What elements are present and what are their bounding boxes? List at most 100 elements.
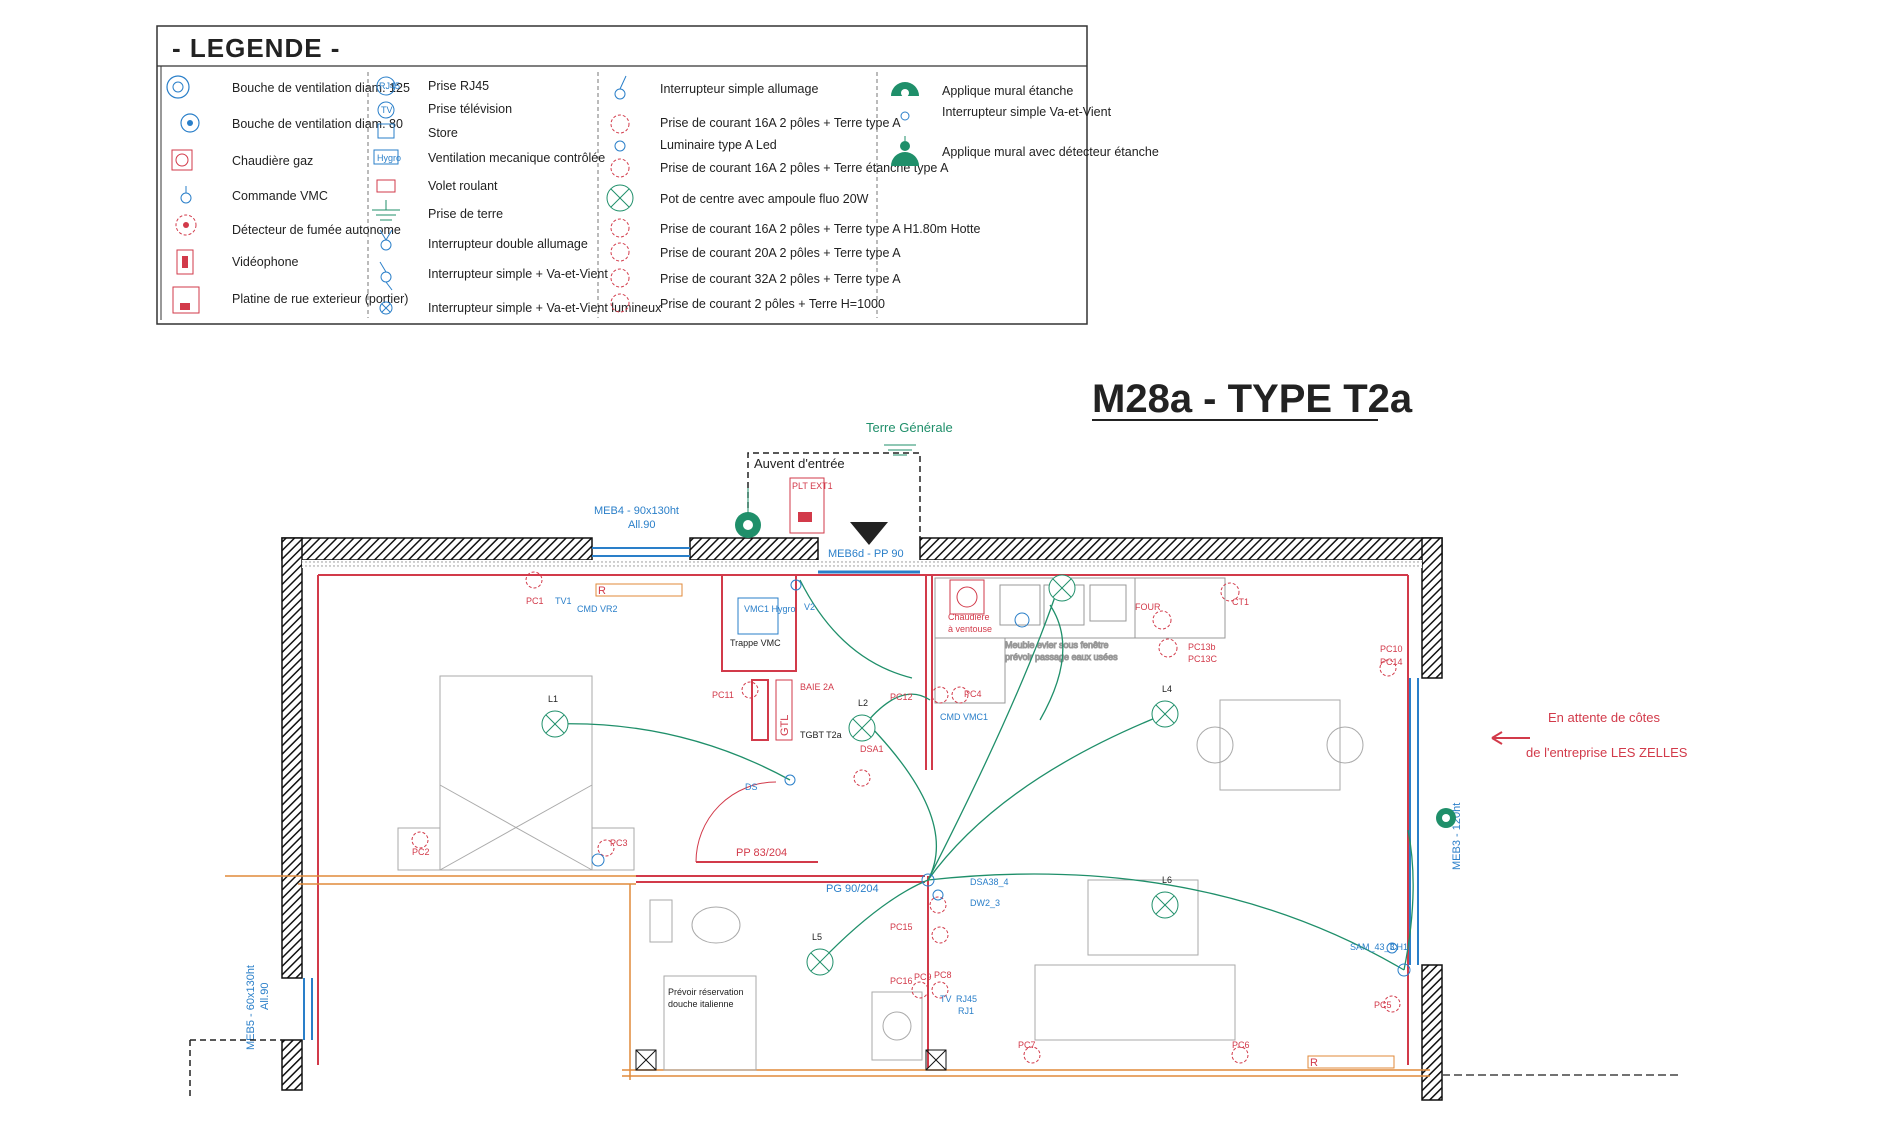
boiler-label: Chaudière bbox=[948, 612, 990, 622]
corner-markers bbox=[635, 1049, 947, 1071]
svg-text:PC12: PC12 bbox=[890, 692, 913, 702]
auvent-label: Auvent d'entrée bbox=[754, 456, 845, 471]
door-meb6d: MEB6d - PP 90 bbox=[818, 548, 920, 574]
legend-item: Prise de courant 20A 2 pôles + Terre typ… bbox=[660, 246, 901, 260]
svg-text:L6: L6 bbox=[1162, 875, 1172, 885]
trappe-label: Trappe VMC bbox=[730, 638, 781, 648]
socket-labels: PC1 PC2 PC3 PC4 PC5 PC6 PC7 PC8 PC9 PC10… bbox=[412, 596, 1403, 1050]
svg-text:PC2: PC2 bbox=[412, 847, 430, 857]
ceiling-light-l1-icon: L1 bbox=[541, 694, 569, 738]
led-luminaire-icon bbox=[614, 140, 626, 152]
legend-item: Interrupteur simple + Va-et-Vient bbox=[428, 267, 608, 281]
orange-lines bbox=[225, 875, 1680, 1080]
legend-frame bbox=[156, 25, 1088, 325]
window-meb5: MEB5 - 60x130ht All.90 bbox=[245, 965, 313, 1050]
socket-h1000-icon bbox=[610, 293, 630, 313]
legend-col1: Bouche de ventilation diam. 125 Bouche d… bbox=[232, 81, 410, 306]
svg-text:TV: TV bbox=[381, 105, 393, 115]
device-labels: TV1 CMD VR2 R R V2 DSA1 DSA38_4 DW2_3 SA… bbox=[555, 583, 1408, 1069]
terre-label: Terre Générale bbox=[866, 420, 953, 435]
legend-item: Volet roulant bbox=[428, 179, 498, 193]
svg-text:PC6: PC6 bbox=[1232, 1040, 1250, 1050]
svg-text:PC11: PC11 bbox=[712, 690, 734, 700]
socket-label: PC13C bbox=[1188, 654, 1218, 664]
switches bbox=[591, 579, 1411, 977]
entrance-arrow-icon bbox=[850, 522, 888, 545]
svg-text:CH1: CH1 bbox=[1390, 942, 1408, 952]
legend-item: Interrupteur simple allumage bbox=[660, 82, 818, 96]
vent-80-icon bbox=[180, 113, 200, 133]
svg-text:SAM_43_3: SAM_43_3 bbox=[1350, 942, 1395, 952]
legend-item: Prise télévision bbox=[428, 102, 512, 116]
ceiling-light-l5-icon: L5 bbox=[806, 932, 834, 976]
legend-item: Luminaire type A Led bbox=[660, 138, 777, 152]
legend-item: Chaudière gaz bbox=[232, 154, 313, 168]
svg-text:PC3: PC3 bbox=[610, 838, 628, 848]
legend-col2: Prise RJ45 Prise télévision Store Ventil… bbox=[428, 79, 662, 315]
svg-text:L1: L1 bbox=[548, 694, 558, 704]
boiler-label: à ventouse bbox=[948, 624, 992, 634]
wall-light-terrace-icon bbox=[1436, 808, 1456, 828]
svg-text:RJ45: RJ45 bbox=[379, 81, 400, 91]
gtl-label: GTL bbox=[779, 715, 791, 736]
legend-col4: Applique mural étanche Interrupteur simp… bbox=[942, 84, 1159, 159]
svg-text:PC5: PC5 bbox=[1374, 1000, 1392, 1010]
plt-label: PLT EXT1 bbox=[792, 481, 833, 491]
legend-item: Store bbox=[428, 126, 458, 140]
legend-item: Platine de rue exterieur (portier) bbox=[232, 292, 408, 306]
kitchen-counter: Meuble evier sous fenêtre prévoir passag… bbox=[934, 577, 1226, 704]
shower-label: Prévoir réservation bbox=[668, 987, 744, 997]
vmc-icon: Hygro bbox=[373, 149, 401, 165]
svg-text:PC7: PC7 bbox=[1018, 1040, 1036, 1050]
svg-text:DSA38_4: DSA38_4 bbox=[970, 877, 1009, 887]
earth-icon bbox=[372, 200, 400, 221]
annotation-text: En attente de côtes bbox=[1548, 710, 1661, 725]
oven-label: FOUR bbox=[1135, 602, 1161, 612]
legend-item: Prise de courant 16A 2 pôles + Terre typ… bbox=[660, 222, 980, 236]
legend-item: Interrupteur simple + Va-et-Vient lumine… bbox=[428, 301, 662, 315]
svg-text:PC16: PC16 bbox=[890, 976, 913, 986]
ceiling-light-l6-icon: L6 bbox=[1151, 875, 1179, 919]
ceiling-light-icon bbox=[606, 184, 634, 212]
legend-item: Applique mural avec détecteur étanche bbox=[942, 145, 1159, 159]
videophone-icon bbox=[176, 249, 194, 275]
svg-text:PC15: PC15 bbox=[890, 922, 913, 932]
svg-text:L2: L2 bbox=[858, 698, 868, 708]
vmc-box: VMC1 Hygro Trappe VMC bbox=[730, 597, 796, 648]
legend-item: Interrupteur simple Va-et-Vient bbox=[942, 105, 1112, 119]
svg-text:R: R bbox=[598, 585, 606, 597]
two-way-switch-icon bbox=[379, 261, 393, 291]
ct1-label: CT1 bbox=[1232, 597, 1249, 607]
ceiling-light-l4-icon: L4 bbox=[1151, 684, 1179, 728]
legend-item: Prise de courant 16A 2 pôles + Terre typ… bbox=[660, 116, 901, 130]
legend-item: Détecteur de fumée autonome bbox=[232, 223, 401, 237]
counter-label: Meuble evier sous fenêtre bbox=[1005, 640, 1109, 650]
door-label: PP 83/204 bbox=[736, 847, 787, 859]
double-switch-icon bbox=[379, 229, 393, 251]
legend: - LEGENDE - Bouche de ventilation diam. … bbox=[156, 25, 1159, 325]
svg-text:RJ45: RJ45 bbox=[956, 994, 977, 1004]
svg-text:PC4: PC4 bbox=[964, 689, 982, 699]
vmc-control-icon bbox=[180, 186, 192, 204]
legend-item: Interrupteur double allumage bbox=[428, 237, 588, 251]
svg-text:PC10: PC10 bbox=[1380, 644, 1403, 654]
legend-item: Applique mural étanche bbox=[942, 84, 1073, 98]
svg-text:CMD VMC1: CMD VMC1 bbox=[940, 712, 988, 722]
plan-title: M28a - TYPE T2a bbox=[1092, 377, 1413, 421]
ceiling-light-l2-icon: L2 bbox=[848, 698, 876, 742]
svg-text:TV1: TV1 bbox=[555, 596, 572, 606]
tv-icon: TV bbox=[377, 101, 395, 119]
svg-text:Hygro: Hygro bbox=[377, 153, 401, 163]
svg-text:PC9: PC9 bbox=[914, 972, 932, 982]
svg-text:L4: L4 bbox=[1162, 684, 1172, 694]
interior-partitions bbox=[317, 574, 1409, 1068]
legend-col3: Interrupteur simple allumage Prise de co… bbox=[660, 82, 980, 311]
lit-two-way-switch-icon bbox=[379, 301, 393, 315]
sockets bbox=[411, 571, 1401, 1064]
legend-item: Ventilation mecanique contrôlée bbox=[428, 151, 605, 165]
svg-text:R: R bbox=[1310, 1057, 1318, 1069]
shower-label: douche italienne bbox=[668, 999, 734, 1009]
door-label: MEB6d - PP 90 bbox=[828, 548, 904, 560]
socket-label: PC13b bbox=[1188, 642, 1216, 652]
